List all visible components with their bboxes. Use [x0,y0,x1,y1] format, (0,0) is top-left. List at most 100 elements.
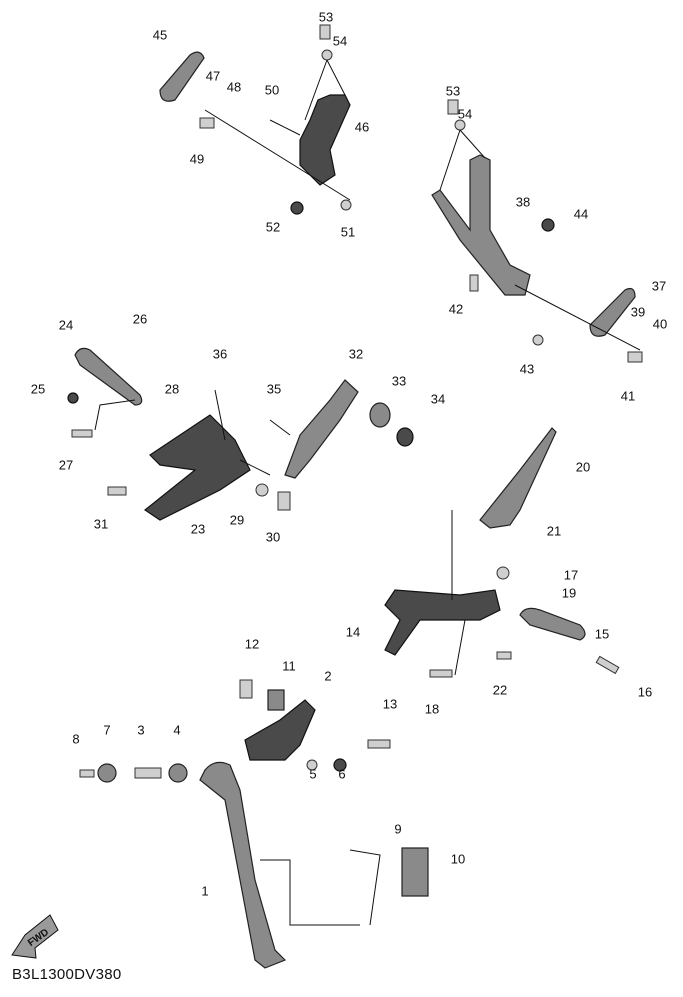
callout: 54 [333,33,347,48]
callout: 41 [621,388,635,403]
callout: 42 [449,301,463,316]
callout: 33 [392,373,406,388]
callout: 10 [451,851,465,866]
callout: 14 [346,624,360,639]
callout: 40 [653,316,667,331]
callout: 31 [94,516,108,531]
callout: 13 [383,696,397,711]
spring-9 [349,849,381,926]
footrest-24 [74,347,143,406]
washer-29 [255,483,269,497]
callout: 27 [59,457,73,472]
callout: 4 [173,722,180,737]
callout: 52 [266,219,280,234]
bolt-53a [319,24,331,40]
footrest-15 [519,607,586,641]
passenger-footrest-left-group [159,24,352,215]
callout: 18 [425,701,439,716]
arm-32 [284,379,359,479]
bolt-3 [134,767,162,779]
collar-33 [369,402,391,428]
callout: 23 [191,521,205,536]
bolt-12 [239,679,253,699]
bolt-16 [595,655,620,675]
callout: 22 [493,682,507,697]
bracket-38 [431,154,531,296]
callout: 3 [137,722,144,737]
collar-11 [267,689,285,711]
nut-6 [333,758,347,772]
callout: 16 [638,684,652,699]
callout: 47 [206,68,220,83]
side-stand-group [79,679,429,969]
callout: 45 [153,27,167,42]
nut-51 [340,199,352,211]
callout: 38 [516,194,530,209]
callout: 46 [355,119,369,134]
fwd-arrow-icon: FWD [11,914,59,959]
bracket-46 [299,94,351,186]
cover-10 [401,847,429,897]
washer-7 [97,763,117,783]
bracket-14 [384,589,501,656]
callout: 43 [520,361,534,376]
side-stand-1 [199,761,287,969]
washer-5 [306,759,318,771]
callout-labels: 53 54 45 47 48 50 46 49 52 51 53 54 38 4… [31,9,667,898]
footrest-37 [589,287,636,337]
callout: 6 [338,766,345,781]
callout: 54 [458,106,472,121]
spring-17 [496,566,510,580]
nut-44 [541,218,555,232]
callout: 44 [574,206,588,221]
bolt-31 [107,486,127,496]
callout: 30 [266,529,280,544]
bolt-30 [277,491,291,511]
callout: 15 [595,626,609,641]
callout: 48 [227,79,241,94]
callout: 37 [652,278,666,293]
washer-54a [321,49,333,61]
callout: 29 [230,512,244,527]
diagram-code: B3L1300DV380 [12,966,122,983]
bolt-18 [429,669,453,678]
callout: 50 [265,82,279,97]
bolt-53b [447,99,459,115]
clip-49 [199,117,215,129]
callout: 8 [72,731,79,746]
bracket-23 [143,414,251,521]
bracket-2 [244,699,316,761]
nut-25 [67,392,79,404]
washer-54b [454,119,466,131]
rider-footrest-right-group [384,427,620,678]
nut-52 [290,201,304,215]
passenger-footrest-right-group [431,99,643,363]
bolt-8 [79,769,95,778]
callout: 1 [201,883,208,898]
rider-footrest-left-group [67,347,414,521]
callout: 21 [547,523,561,538]
callout: 5 [309,766,316,781]
callout: 17 [564,567,578,582]
bolt-13 [367,739,391,749]
clip-41 [627,351,643,363]
callout: 51 [341,224,355,239]
callout: 7 [103,722,110,737]
callout: 2 [324,668,331,683]
callout: 35 [267,381,281,396]
bolt-42 [469,274,479,292]
bolt-22 [496,651,512,660]
nut-34 [396,427,414,447]
callout: 28 [165,381,179,396]
callout: 11 [282,658,296,673]
bolt-27 [71,429,93,438]
callout: 32 [349,346,363,361]
heel-guard-20 [479,427,557,529]
callout: 49 [190,151,204,166]
callout: 53 [319,9,333,24]
nut-43 [532,334,544,346]
callout: 19 [562,585,576,600]
callout: 24 [59,317,73,332]
callout: 12 [245,636,259,651]
